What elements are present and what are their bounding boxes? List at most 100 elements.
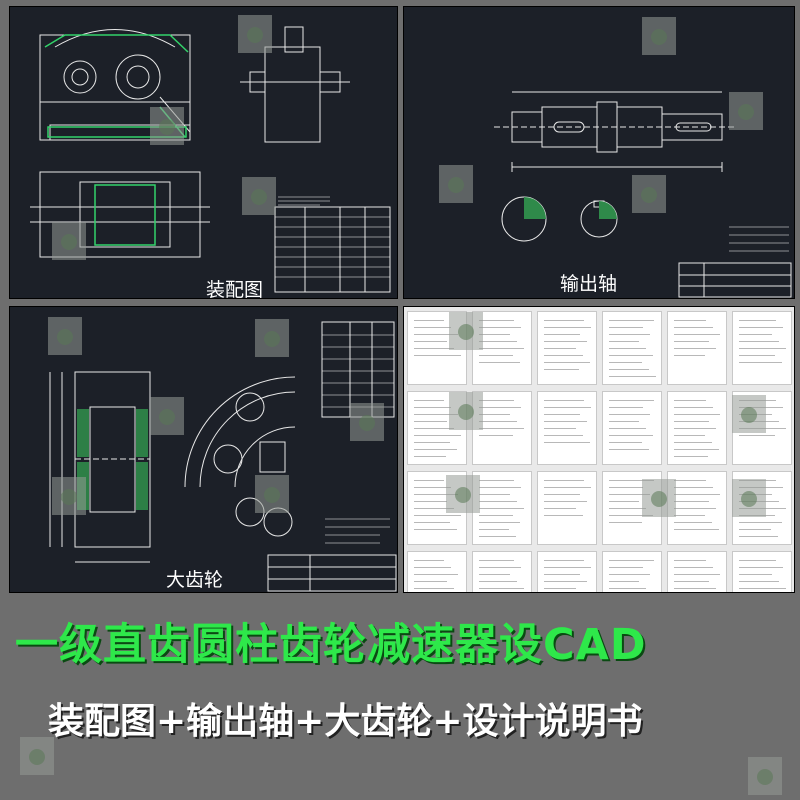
text-line (609, 421, 639, 422)
text-line (479, 581, 517, 582)
text-line (609, 414, 650, 415)
manual-page-thumbnail (667, 551, 727, 592)
text-line (414, 508, 454, 509)
text-line (544, 414, 580, 415)
watermark (150, 107, 184, 145)
manual-page-thumbnail (602, 391, 662, 465)
text-line (414, 435, 461, 436)
text-line (544, 428, 576, 429)
text-line (479, 529, 509, 530)
text-line (674, 435, 705, 436)
watermark (729, 92, 763, 130)
text-line (609, 560, 654, 561)
text-line (544, 442, 590, 443)
text-line (609, 355, 653, 356)
text-line (609, 449, 649, 450)
text-line (414, 456, 446, 457)
text-line (479, 480, 514, 481)
text-line (609, 494, 650, 495)
text-line (414, 487, 451, 488)
text-line (739, 567, 783, 568)
manual-page-thumbnail (407, 551, 467, 592)
text-line (414, 334, 458, 335)
watermark (255, 475, 289, 513)
watermark (52, 477, 86, 515)
watermark (732, 479, 766, 517)
text-line (739, 348, 786, 349)
text-line (544, 560, 584, 561)
output-shaft-panel: 输出轴 (403, 6, 795, 299)
text-line (674, 334, 720, 335)
text-line (739, 522, 782, 523)
text-line (414, 400, 444, 401)
text-line (544, 588, 576, 589)
text-line (479, 567, 521, 568)
text-line (739, 529, 771, 530)
text-line (609, 407, 643, 408)
text-line (674, 348, 716, 349)
watermark (48, 317, 82, 355)
text-line (739, 536, 778, 537)
text-line (674, 588, 716, 589)
text-line (674, 480, 706, 481)
text-line (414, 327, 451, 328)
text-line (544, 400, 584, 401)
text-line (479, 414, 510, 415)
text-line (739, 320, 776, 321)
text-line (479, 421, 517, 422)
text-line (414, 588, 454, 589)
text-line (609, 362, 642, 363)
text-line (739, 327, 783, 328)
text-line (479, 515, 513, 516)
watermark (446, 475, 480, 513)
text-line (414, 574, 458, 575)
text-line (609, 522, 642, 523)
watermark (20, 737, 54, 775)
manual-page-thumbnail (537, 551, 597, 592)
text-line (609, 369, 649, 370)
manual-page-thumbnail (472, 471, 532, 545)
text-line (414, 442, 450, 443)
text-line (544, 369, 579, 370)
text-line (544, 407, 591, 408)
text-line (674, 501, 709, 502)
text-line (479, 536, 516, 537)
text-line (544, 574, 580, 575)
watermark (350, 403, 384, 441)
text-line (414, 355, 461, 356)
watermark (238, 15, 272, 53)
text-line (414, 529, 457, 530)
text-line (609, 334, 650, 335)
watermark (632, 175, 666, 213)
text-line (479, 574, 510, 575)
text-line (674, 407, 713, 408)
text-line (414, 341, 447, 342)
manual-page-thumbnail (602, 311, 662, 385)
text-line (544, 480, 584, 481)
text-line (609, 480, 654, 481)
text-line (609, 515, 653, 516)
text-line (479, 560, 514, 561)
text-line (674, 341, 709, 342)
text-line (414, 501, 447, 502)
text-line (544, 435, 583, 436)
manual-page-thumbnail (667, 391, 727, 465)
text-line (414, 567, 451, 568)
text-line (479, 327, 521, 328)
title-banner (0, 597, 800, 800)
text-line (479, 522, 520, 523)
text-line (479, 348, 524, 349)
text-line (609, 435, 653, 436)
text-line (544, 515, 583, 516)
text-line (479, 320, 514, 321)
text-line (609, 588, 646, 589)
banner-subtitle: 装配图+输出轴+大齿轮+设计说明书 (48, 701, 643, 742)
text-line (414, 480, 444, 481)
large-gear-label: 大齿轮 (166, 569, 224, 591)
text-line (609, 400, 654, 401)
text-line (739, 355, 775, 356)
text-line (414, 320, 444, 321)
watermark (748, 757, 782, 795)
text-line (609, 567, 643, 568)
text-line (414, 522, 450, 523)
